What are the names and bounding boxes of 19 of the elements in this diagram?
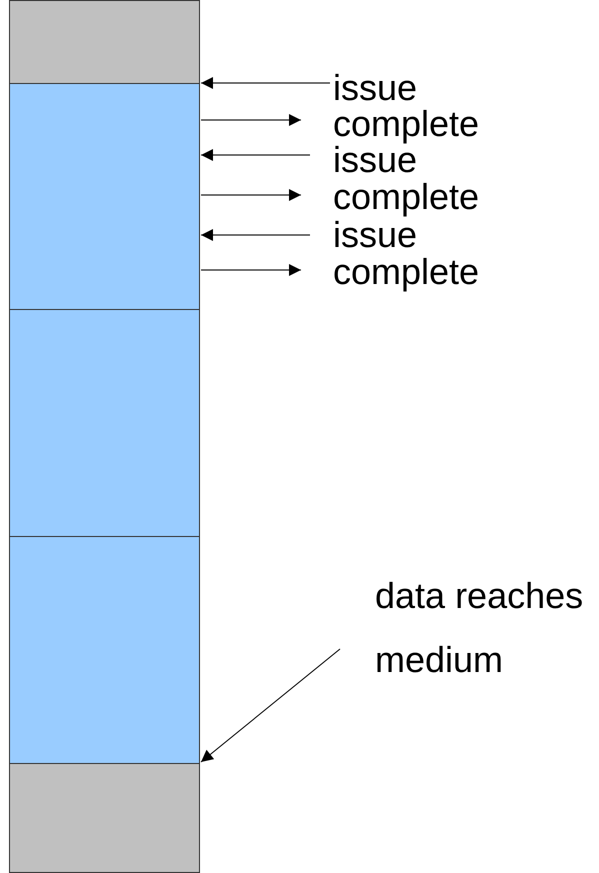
event-label: issue — [333, 142, 418, 178]
arrow — [200, 77, 330, 89]
block-segment — [9, 536, 200, 764]
block-segment — [9, 309, 200, 537]
event-label: issue — [333, 217, 418, 253]
bar-segment — [9, 0, 200, 84]
event-label: issue — [333, 70, 418, 106]
annotation-text: data reaches medium — [375, 564, 590, 692]
bar-segment — [9, 763, 200, 873]
arrow — [200, 189, 302, 201]
arrow — [200, 229, 310, 241]
leader-arrow — [200, 648, 340, 762]
event-label: complete — [333, 254, 480, 290]
block-segment — [9, 83, 200, 310]
event-label: complete — [333, 179, 480, 215]
arrow — [200, 114, 302, 126]
event-label: complete — [333, 106, 480, 142]
arrow — [200, 149, 310, 161]
arrow — [200, 264, 302, 276]
